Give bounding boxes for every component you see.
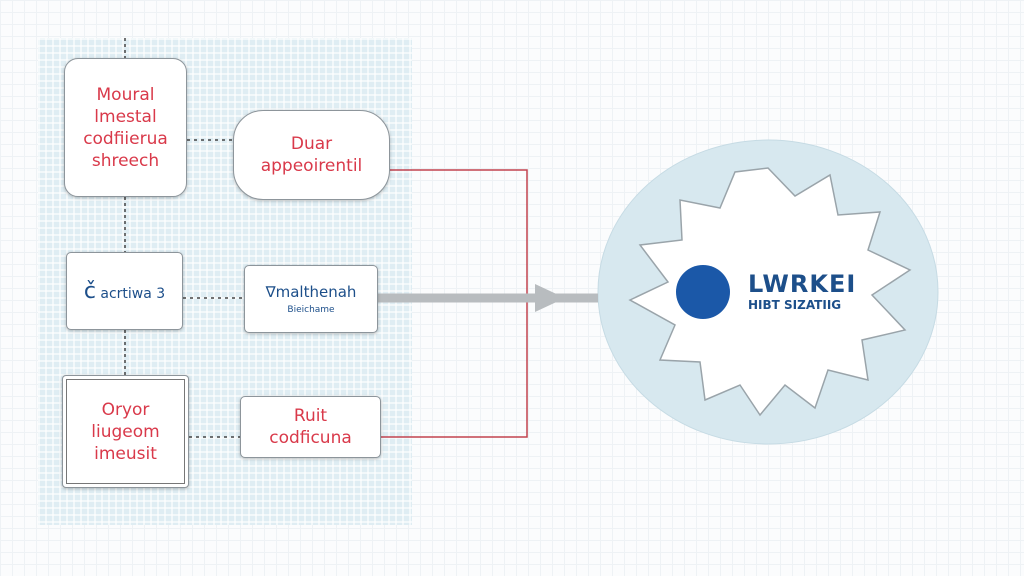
box4-title: ∇malthenah (266, 283, 357, 301)
logo-icon (676, 265, 730, 319)
box4-title-text: malthenah (275, 283, 357, 301)
brand-tagline: HIBT SIZATIIG (748, 298, 842, 312)
node-box2[interactable]: Duar appeoirentil (233, 110, 390, 200)
node-box1[interactable]: Moural lmestal codfiierua shreech (64, 58, 187, 197)
box5-line: liugeom (91, 421, 160, 442)
box5-line: imeusit (94, 443, 157, 464)
swoosh-icon: č (83, 278, 96, 304)
brand-name: LWRKEI (748, 270, 857, 298)
box2-line: appeoirentil (260, 156, 363, 176)
node-box3[interactable]: č acrtiwa 3 (66, 252, 183, 330)
box1-line: lmestal (94, 106, 157, 127)
node-box6[interactable]: Ruit codficuna (240, 396, 381, 458)
box1-line: Moural (96, 84, 155, 105)
box3-text: acrtiwa 3 (100, 285, 166, 302)
box2-line: Duar (290, 134, 333, 154)
node-box5[interactable]: Oryor liugeom imeusit (62, 375, 189, 488)
box1-line: codfiierua (83, 128, 168, 149)
glyph-icon: ∇ (265, 283, 276, 301)
box6-line: codficuna (269, 428, 352, 448)
target-brand: LWRKEI HIBT SIZATIIG (748, 270, 856, 312)
starburst (628, 167, 912, 417)
box4-subtitle: Bieichame (287, 305, 335, 315)
box3-label: č acrtiwa 3 (84, 279, 165, 304)
box1-line: shreech (91, 150, 160, 171)
node-box4[interactable]: ∇malthenah Bieichame (244, 265, 378, 333)
box5-line: Oryor (101, 399, 150, 420)
box6-line: Ruit (293, 406, 328, 426)
